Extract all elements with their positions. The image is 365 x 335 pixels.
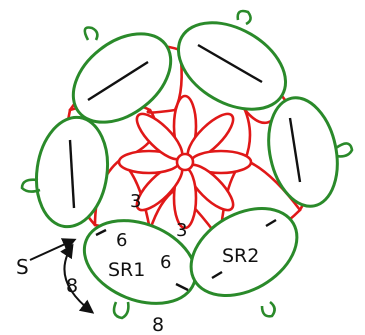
outer-rings [20, 9, 354, 320]
outer-ring-right [267, 96, 354, 208]
outer-ring-top-left [71, 26, 173, 124]
ring-dash [175, 282, 189, 292]
picot [20, 178, 41, 193]
flower-center [175, 152, 195, 172]
picot [335, 142, 354, 158]
ring-dash [95, 228, 107, 237]
ring-dash [265, 218, 277, 228]
label-sr1: SR1 [108, 259, 145, 281]
direction-arrow [60, 243, 95, 314]
label-sr2: SR2 [222, 245, 259, 267]
picot [260, 300, 276, 318]
outer-ring-sr1 [82, 219, 198, 320]
picot [236, 9, 252, 26]
picot [83, 26, 99, 41]
label-count-arrow: 8 [66, 275, 78, 297]
label-start: S [16, 255, 29, 279]
label-count-right-top: 6 [160, 252, 171, 273]
label-count-chain-a: 3 [130, 191, 141, 212]
ring-center-line [197, 43, 263, 84]
label-count-chain-b: 3 [176, 220, 187, 241]
center-flower [117, 94, 253, 230]
label-count-left-top: 6 [116, 230, 127, 251]
outer-ring-left [20, 115, 109, 229]
picot [112, 301, 130, 320]
labels: S 8 8 SR1 SR2 6 6 3 3 [16, 191, 259, 335]
ring-center-line [68, 139, 76, 209]
ring-center-line [288, 117, 302, 183]
start-arrows [29, 238, 95, 314]
start-arrow [29, 238, 77, 261]
ring-center-line [87, 60, 149, 102]
outer-ring-top-right [176, 9, 288, 111]
label-count-bottom: 8 [152, 314, 164, 335]
ring-dash [211, 270, 223, 280]
outer-ring-sr2 [189, 206, 299, 318]
chain-connector-b [243, 108, 252, 162]
